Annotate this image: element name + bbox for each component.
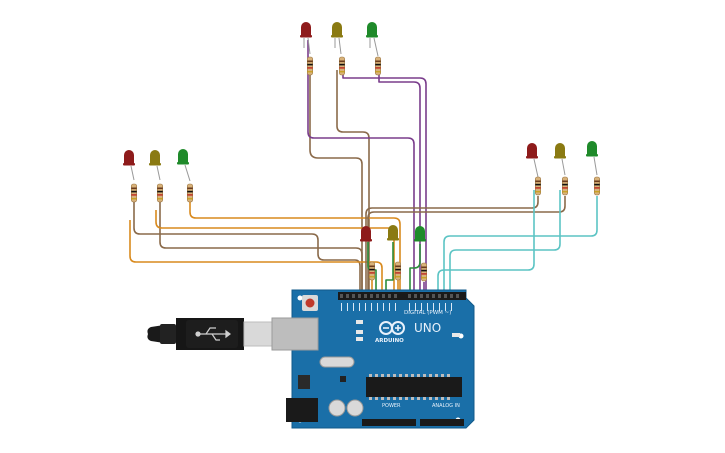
resistor-top-2[interactable] xyxy=(338,56,346,76)
wire-left-red-gnd[interactable] xyxy=(129,220,383,292)
led-right-red[interactable] xyxy=(526,143,539,178)
capacitor xyxy=(346,399,364,417)
wire-left-yellow-gnd[interactable] xyxy=(155,210,395,292)
wire-right-teal-3[interactable] xyxy=(443,196,598,292)
resistor-top-1[interactable] xyxy=(306,56,314,76)
wire-left-red[interactable] xyxy=(133,200,361,292)
crystal-oscillator xyxy=(319,356,355,368)
wire-top-green[interactable] xyxy=(378,74,421,292)
wire-top-yellow[interactable] xyxy=(336,70,370,292)
resistor-left-2[interactable] xyxy=(156,183,164,203)
led-left-red[interactable] xyxy=(123,150,135,181)
wire-top-purple-1[interactable] xyxy=(307,40,415,292)
reset-button[interactable] xyxy=(302,295,318,311)
wire-top-red[interactable] xyxy=(309,70,363,292)
wire-right-yellow[interactable] xyxy=(367,196,566,292)
resistor-center-1[interactable] xyxy=(368,261,376,281)
small-chip xyxy=(340,376,346,382)
status-leds xyxy=(356,320,460,341)
analog-header-label: ANALOG IN xyxy=(432,403,460,409)
pin-labels xyxy=(341,303,452,311)
arduino-logo-text: ARDUINO xyxy=(375,338,404,344)
arduino-logo: ARDUINO xyxy=(375,321,405,344)
resistor-left-3[interactable] xyxy=(186,183,194,203)
led-center-red[interactable] xyxy=(360,226,372,242)
wire-right-teal-2[interactable] xyxy=(449,190,561,292)
led-top-green[interactable] xyxy=(366,22,379,57)
components xyxy=(123,22,601,282)
resistor-right-3[interactable] xyxy=(593,176,601,196)
resistor-left-1[interactable] xyxy=(130,183,138,203)
resistor-right-2[interactable] xyxy=(561,176,569,196)
power-header-label: POWER xyxy=(382,403,401,409)
power-jack[interactable] xyxy=(286,398,318,422)
wires xyxy=(129,40,598,292)
led-right-yellow[interactable] xyxy=(554,143,566,176)
wire-right-red[interactable] xyxy=(365,196,539,292)
led-left-yellow[interactable] xyxy=(149,150,161,181)
resistor-center-3[interactable] xyxy=(420,262,428,282)
resistor-right-1[interactable] xyxy=(534,176,542,196)
digital-pins xyxy=(340,294,459,298)
led-center-yellow[interactable] xyxy=(387,225,399,241)
board-model-label: UNO xyxy=(414,321,441,335)
mounting-hole xyxy=(297,295,303,301)
led-top-red[interactable] xyxy=(300,22,312,55)
wire-top-purple-2[interactable] xyxy=(342,72,427,292)
voltage-regulator xyxy=(298,375,310,389)
led-left-green[interactable] xyxy=(177,149,191,182)
led-top-yellow[interactable] xyxy=(331,22,343,55)
arduino-uno-board[interactable]: DIGITAL (PWM ~) ARDUINO UNO xyxy=(271,289,475,429)
led-right-green[interactable] xyxy=(586,141,598,176)
wire-right-teal-1[interactable] xyxy=(437,190,535,292)
led-center-green[interactable] xyxy=(414,226,426,242)
wire-center-yellow[interactable] xyxy=(385,242,394,292)
atmega-chip xyxy=(366,374,462,400)
analog-header[interactable] xyxy=(420,419,464,426)
wire-center-green[interactable] xyxy=(409,244,421,292)
usb-icon xyxy=(195,327,231,341)
digital-header-label: DIGITAL (PWM ~) xyxy=(404,310,451,316)
power-header[interactable] xyxy=(362,419,416,426)
usb-port[interactable] xyxy=(271,317,319,351)
wire-left-green[interactable] xyxy=(189,200,401,292)
resistor-top-3[interactable] xyxy=(374,56,382,76)
resistor-center-2[interactable] xyxy=(394,261,402,281)
digital-header[interactable] xyxy=(338,292,466,300)
usb-cable[interactable] xyxy=(147,318,273,350)
capacitor xyxy=(328,399,346,417)
wire-left-yellow[interactable] xyxy=(159,200,363,292)
